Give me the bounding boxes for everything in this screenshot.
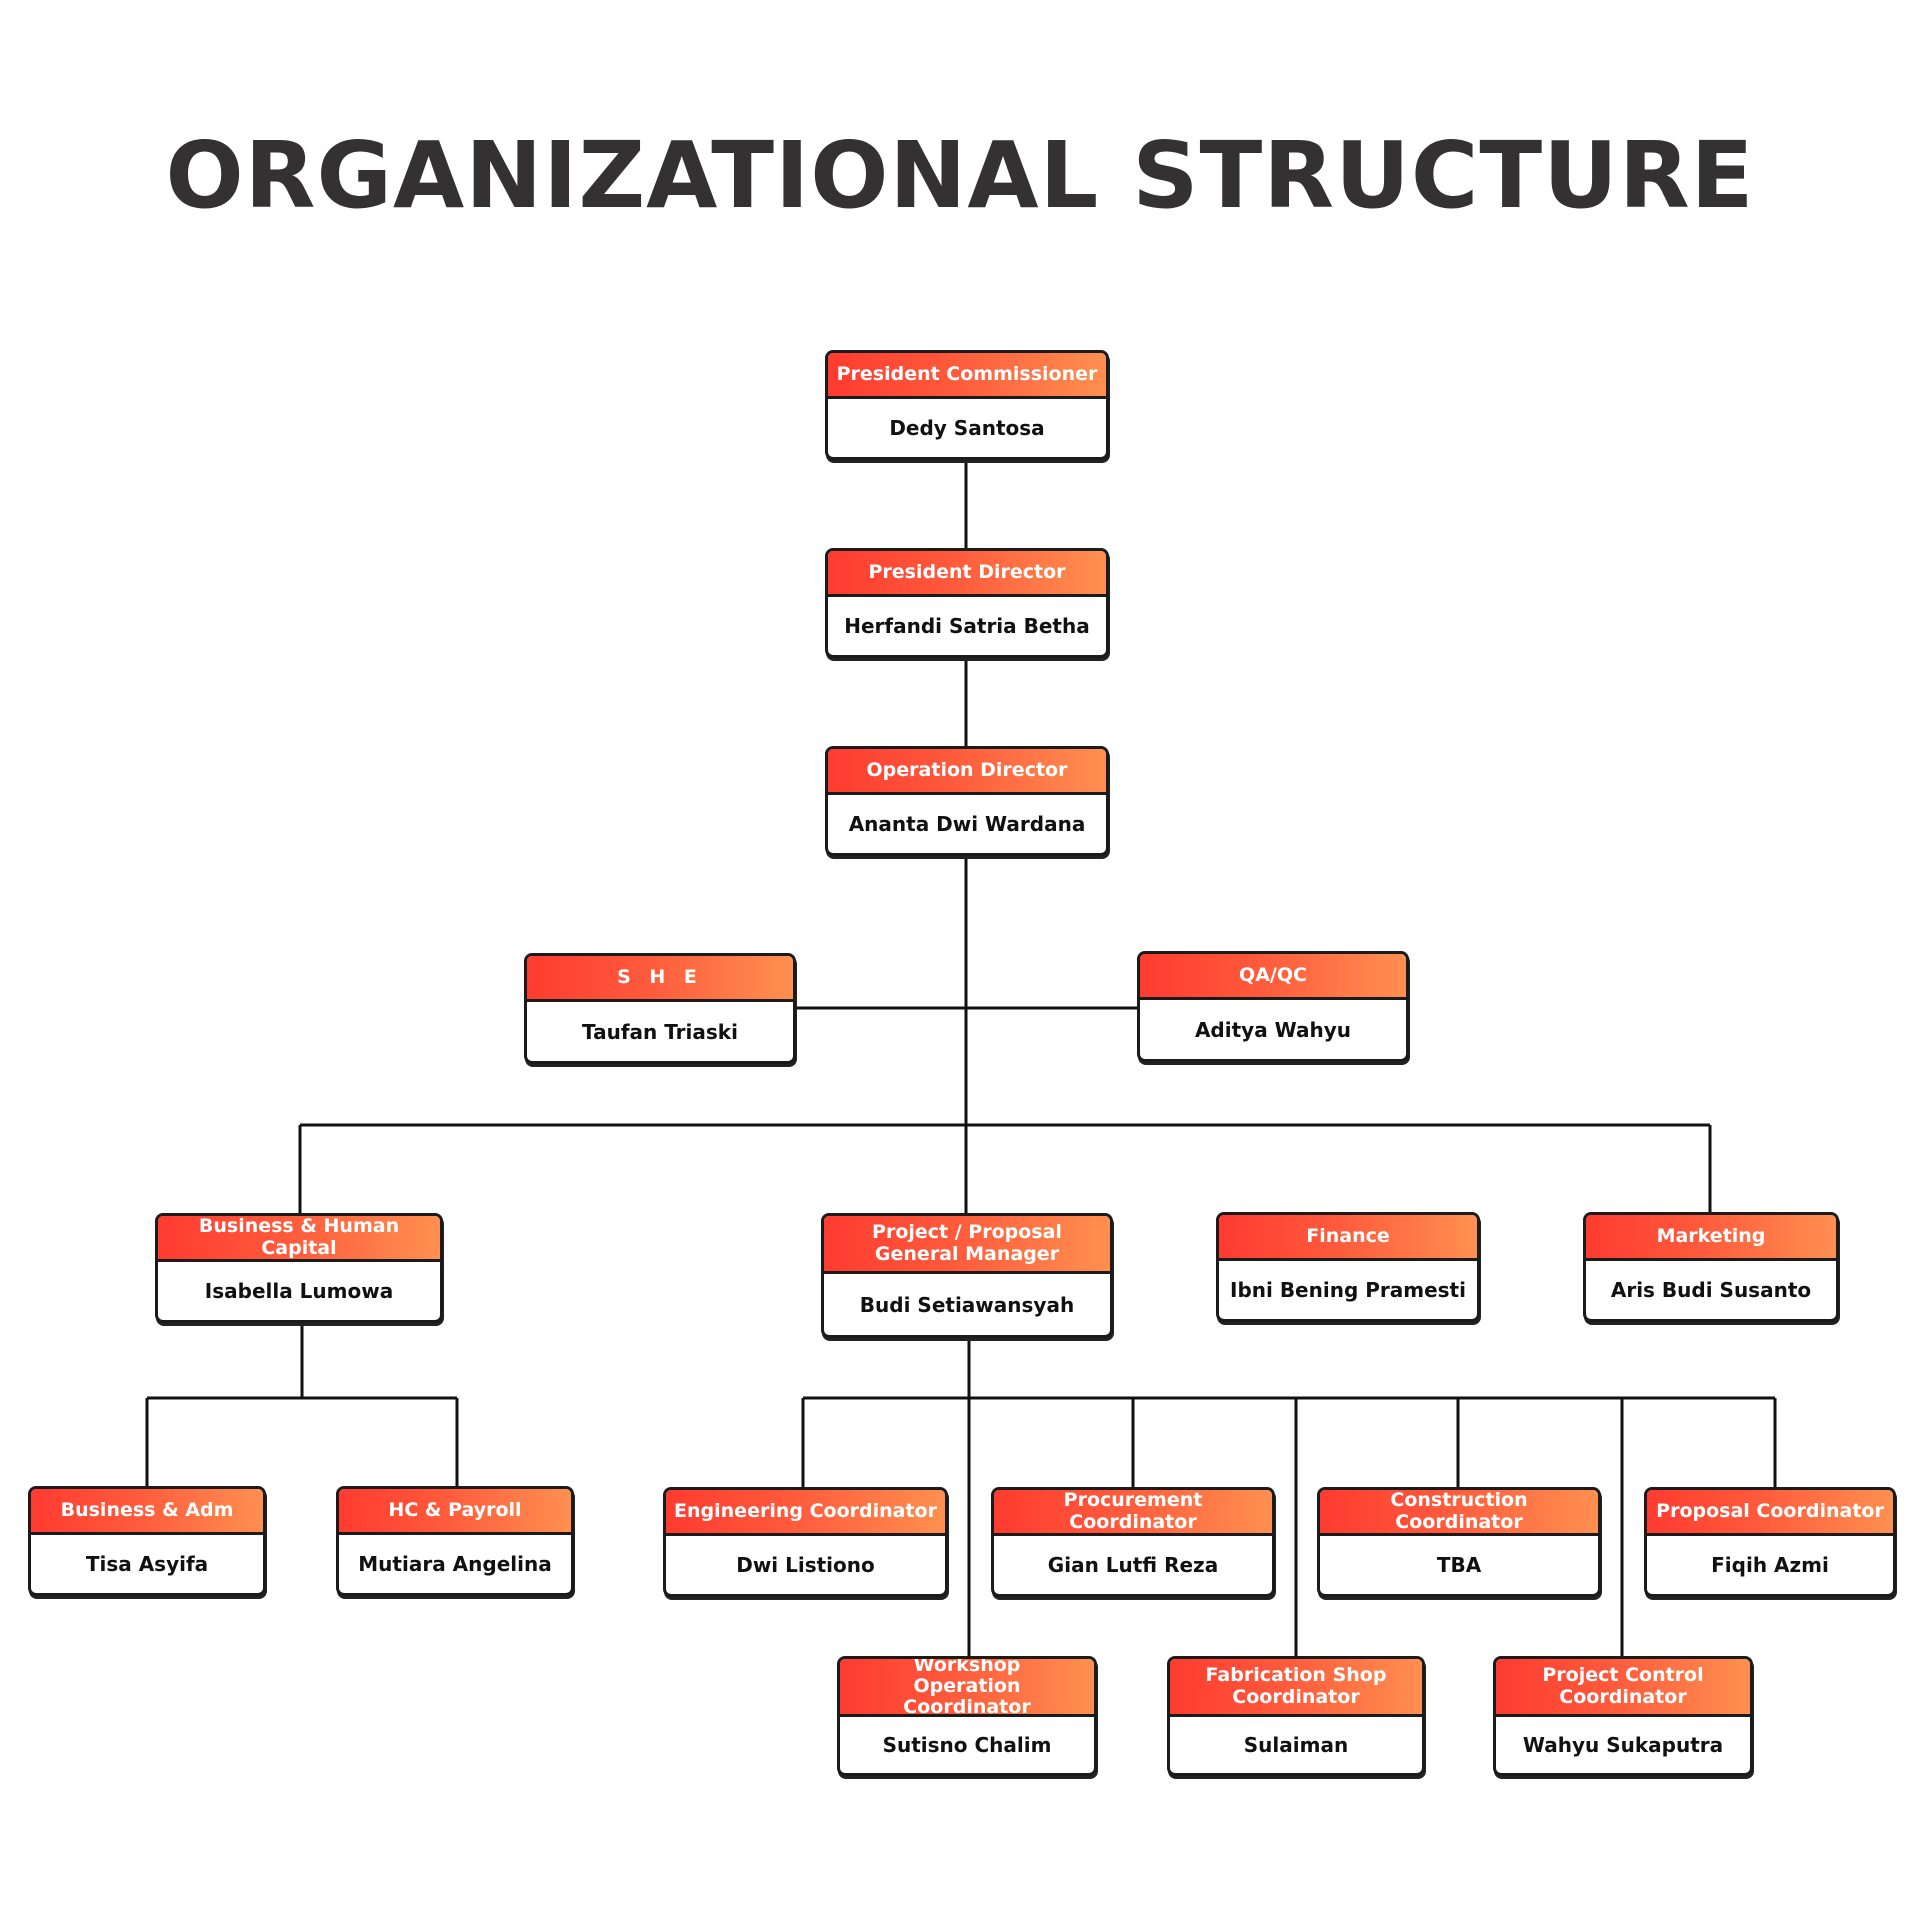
role-label: Engineering Coordinator — [666, 1490, 945, 1536]
person-name: Dwi Listiono — [736, 1553, 875, 1577]
node-hc-payroll: HC & Payroll Mutiara Angelina — [336, 1486, 574, 1596]
person-name: Dedy Santosa — [889, 416, 1045, 440]
node-engineering-coordinator: Engineering Coordinator Dwi Listiono — [663, 1487, 948, 1597]
role-label: Procurement Coordinator — [994, 1490, 1272, 1536]
role-label: President Commissioner — [828, 353, 1106, 399]
node-operation-director: Operation Director Ananta Dwi Wardana — [825, 746, 1109, 856]
role-label: President Director — [828, 551, 1106, 597]
person-name: Tisa Asyifa — [85, 1552, 209, 1576]
node-proposal-coordinator: Proposal Coordinator Fiqih Azmi — [1644, 1487, 1896, 1597]
node-she: S H E Taufan Triaski — [524, 953, 796, 1064]
node-business-human-capital: Business & Human Capital Isabella Lumowa — [155, 1213, 443, 1323]
person-name: Sulaiman — [1243, 1733, 1349, 1757]
person-name: Mutiara Angelina — [358, 1552, 552, 1576]
role-label: Finance — [1219, 1215, 1477, 1261]
node-project-proposal-gm: Project / Proposal General Manager Budi … — [821, 1213, 1113, 1338]
page-title: ORGANIZATIONAL STRUCTURE — [165, 122, 1755, 229]
person-name: Aris Budi Susanto — [1610, 1278, 1812, 1302]
role-label: Fabrication Shop Coordinator — [1170, 1659, 1422, 1717]
node-procurement-coordinator: Procurement Coordinator Gian Lutfi Reza — [991, 1487, 1275, 1597]
person-name: Ananta Dwi Wardana — [848, 812, 1086, 836]
role-label: QA/QC — [1140, 954, 1406, 1000]
person-name: TBA — [1436, 1553, 1482, 1577]
person-name: Budi Setiawansyah — [859, 1292, 1075, 1317]
role-label: HC & Payroll — [339, 1489, 571, 1535]
node-project-control-coordinator: Project Control Coordinator Wahyu Sukapu… — [1493, 1656, 1753, 1776]
person-name: Taufan Triaski — [582, 1019, 738, 1044]
person-name: Gian Lutfi Reza — [1047, 1553, 1219, 1577]
role-label: Business & Human Capital — [158, 1216, 440, 1262]
role-label: Construction Coordinator — [1320, 1490, 1598, 1536]
role-label: Project Control Coordinator — [1496, 1659, 1750, 1717]
node-marketing: Marketing Aris Budi Susanto — [1583, 1212, 1839, 1322]
node-finance: Finance Ibni Bening Pramesti — [1216, 1212, 1480, 1322]
person-name: Isabella Lumowa — [204, 1279, 394, 1303]
node-business-adm: Business & Adm Tisa Asyifa — [28, 1486, 266, 1596]
role-label: Marketing — [1586, 1215, 1836, 1261]
person-name: Herfandi Satria Betha — [844, 614, 1090, 638]
role-label: Workshop Operation Coordinator — [840, 1659, 1094, 1718]
person-name: Ibni Bening Pramesti — [1230, 1278, 1466, 1302]
person-name: Aditya Wahyu — [1194, 1017, 1352, 1042]
role-label: Operation Director — [828, 749, 1106, 795]
person-name: Wahyu Sukaputra — [1522, 1733, 1724, 1757]
node-fabrication-shop-coordinator: Fabrication Shop Coordinator Sulaiman — [1167, 1656, 1425, 1776]
node-president-director: President Director Herfandi Satria Betha — [825, 548, 1109, 658]
role-label: S H E — [527, 956, 793, 1002]
node-construction-coordinator: Construction Coordinator TBA — [1317, 1487, 1601, 1597]
node-qa-qc: QA/QC Aditya Wahyu — [1137, 951, 1409, 1062]
person-name: Fiqih Azmi — [1711, 1553, 1829, 1577]
role-label: Project / Proposal General Manager — [824, 1216, 1110, 1274]
role-label: Business & Adm — [31, 1489, 263, 1535]
node-president-commissioner: President Commissioner Dedy Santosa — [825, 350, 1109, 460]
node-workshop-operation-coordinator: Workshop Operation Coordinator Sutisno C… — [837, 1656, 1097, 1776]
role-label: Proposal Coordinator — [1647, 1490, 1893, 1536]
person-name: Sutisno Chalim — [882, 1733, 1052, 1757]
